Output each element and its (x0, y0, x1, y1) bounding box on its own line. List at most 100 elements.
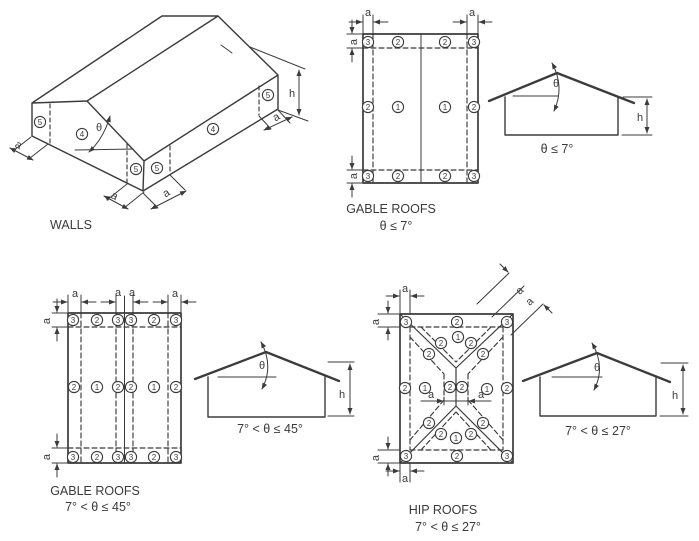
zone-2-marker (464, 336, 478, 350)
walls-h-extension-lines (220, 44, 309, 122)
zone-1-marker (438, 100, 452, 114)
elev3-theta-arc (591, 342, 600, 391)
dim-label-a: a (348, 172, 360, 179)
zone-number-label: 2 (174, 383, 179, 392)
zone-number-label: 2 (95, 316, 100, 325)
dim-label-a: a (514, 284, 527, 298)
dim-label-a: a (13, 139, 25, 153)
zone-2-marker (391, 35, 405, 49)
dim-label-a: a (172, 288, 179, 300)
zone-number-label: 2 (396, 38, 401, 47)
walls-caption: WALLS (50, 218, 92, 232)
zone-number-label: 4 (211, 125, 216, 134)
zone-number-label: 2 (129, 383, 134, 392)
zone-3-marker (467, 35, 481, 49)
dim-label-h: h (289, 88, 295, 100)
dim-label-a: a (41, 317, 53, 324)
zone-4-marker (75, 127, 89, 141)
elev3-h-extension-lines (659, 362, 689, 417)
zone-2-marker (169, 380, 183, 394)
zone-3-marker (467, 169, 481, 183)
dim-label-a: a (109, 190, 121, 204)
zone-2-marker (90, 450, 104, 464)
dim-label-h: h (672, 390, 678, 402)
zone-number-label: 2 (396, 172, 401, 181)
dim-label-a: a (41, 453, 53, 460)
zone-number-label: 2 (439, 430, 444, 439)
zone-1-marker (147, 380, 161, 394)
elev1-caption: θ ≤ 7° (541, 142, 574, 156)
zone-number-label: 1 (456, 333, 461, 342)
walls-a-dim-3 (150, 190, 187, 210)
zone-2-marker (398, 381, 412, 395)
gable-low-extension-lines (346, 14, 479, 184)
dim-label-a: a (469, 7, 476, 19)
zone-number-label: 2 (481, 350, 486, 359)
dim-label-a: a (402, 473, 409, 485)
elevation-low-gable: θh θ ≤ 7° (487, 62, 653, 156)
zone-number-label: 3 (116, 316, 121, 325)
dim-arrow (499, 263, 509, 273)
zone-5-marker (150, 161, 164, 175)
dim-label-h: h (637, 112, 643, 124)
zone-2-marker (124, 380, 138, 394)
zone-number-label: 3 (472, 38, 477, 47)
elev1-walls (504, 96, 619, 136)
zone-2-marker (450, 315, 464, 329)
elevation-hip: θh 7° < θ ≤ 27° (521, 342, 689, 438)
zone-2-marker (361, 100, 375, 114)
elev1-theta-arc (551, 62, 560, 112)
zone-3-marker (399, 315, 413, 329)
zone-5-marker (129, 162, 143, 176)
zone-number-label: 2 (472, 103, 477, 112)
gable-low-roof-outline (362, 33, 479, 184)
zone-number-label: 2 (469, 430, 474, 439)
elev3-caption: 7° < θ ≤ 27° (565, 424, 631, 438)
zone-2-marker (111, 380, 125, 394)
zone-2-marker (67, 380, 81, 394)
zone-number-label: 3 (505, 452, 510, 461)
walls-theta-ref-line (74, 148, 134, 151)
zone-3-marker (169, 450, 183, 464)
dim-label-a: a (115, 287, 122, 299)
dim-label-a: a (370, 454, 382, 461)
elev2-h-extension-lines (327, 361, 355, 417)
walls-theta-arc (88, 115, 111, 153)
zone-number-label: 3 (366, 38, 371, 47)
dim-label-θ: θ (594, 362, 600, 374)
zone-2-marker (434, 427, 448, 441)
walls-a-extension-lines (12, 109, 291, 209)
zone-number-label: 1 (423, 384, 428, 393)
elev1-h-extension-lines (621, 96, 653, 136)
zone-2-marker (476, 416, 490, 430)
walls-a-dim-2 (103, 195, 129, 210)
zone-number-label: 2 (427, 419, 432, 428)
dim-label-a: a (129, 287, 136, 299)
zone-number-label: 1 (443, 103, 448, 112)
zone-2-marker (434, 336, 448, 350)
zone-number-label: 2 (469, 339, 474, 348)
zone-3-marker (500, 449, 514, 463)
zone-3-marker (169, 313, 183, 327)
zone-3-marker (66, 313, 80, 327)
zone-5-marker (33, 115, 47, 129)
zone-number-label: 2 (439, 339, 444, 348)
elev3-annotations: θh (594, 362, 678, 402)
zone-number-label: 3 (71, 453, 76, 462)
zone-number-label: 2 (366, 103, 371, 112)
elev2-walls (207, 376, 326, 418)
zone-number-label: 1 (454, 434, 459, 443)
zone-1-marker (90, 380, 104, 394)
zone-3-marker (399, 449, 413, 463)
zone-number-label: 2 (505, 384, 510, 393)
zone-number-label: 5 (134, 165, 139, 174)
zone-2-marker (467, 100, 481, 114)
zone-number-label: 2 (448, 383, 453, 392)
elevation-high-gable: θh 7° < θ ≤ 45° (193, 341, 355, 436)
zone-number-label: 3 (505, 318, 510, 327)
